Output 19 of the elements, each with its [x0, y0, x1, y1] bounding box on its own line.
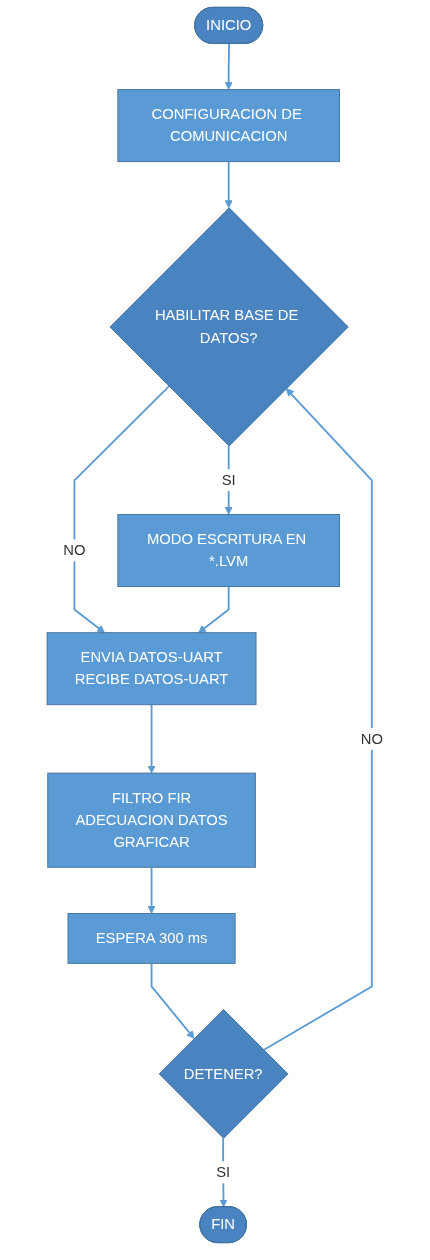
edge-label: NO	[63, 542, 86, 558]
node-box: FILTRO FIR ADECUACION DATOS GRAFICAR	[47, 772, 256, 868]
node-box: ENVIA DATOS-UART RECIBE DATOS-UART	[46, 632, 257, 706]
arrow	[262, 388, 373, 1051]
edge-label: NO	[360, 730, 383, 747]
node-box: ESPERA 300 ms	[67, 913, 236, 964]
edge-label: SI	[221, 471, 236, 488]
node-box: CONFIGURACION DE COMUNICACION	[117, 89, 340, 163]
arrow	[224, 160, 233, 209]
arrow	[198, 585, 230, 634]
arrow	[147, 703, 156, 774]
arrow	[73, 385, 170, 634]
arrow	[147, 866, 156, 914]
node-diamond: DETENER?	[158, 1009, 289, 1139]
node-box: MODO ESCRITURA EN *.LVM	[117, 514, 340, 587]
arrow	[150, 962, 195, 1039]
node-diamond: HABILITAR BASE DE DATOS?	[109, 207, 349, 447]
arrow	[224, 42, 233, 90]
edge-label: SI	[216, 1164, 231, 1180]
